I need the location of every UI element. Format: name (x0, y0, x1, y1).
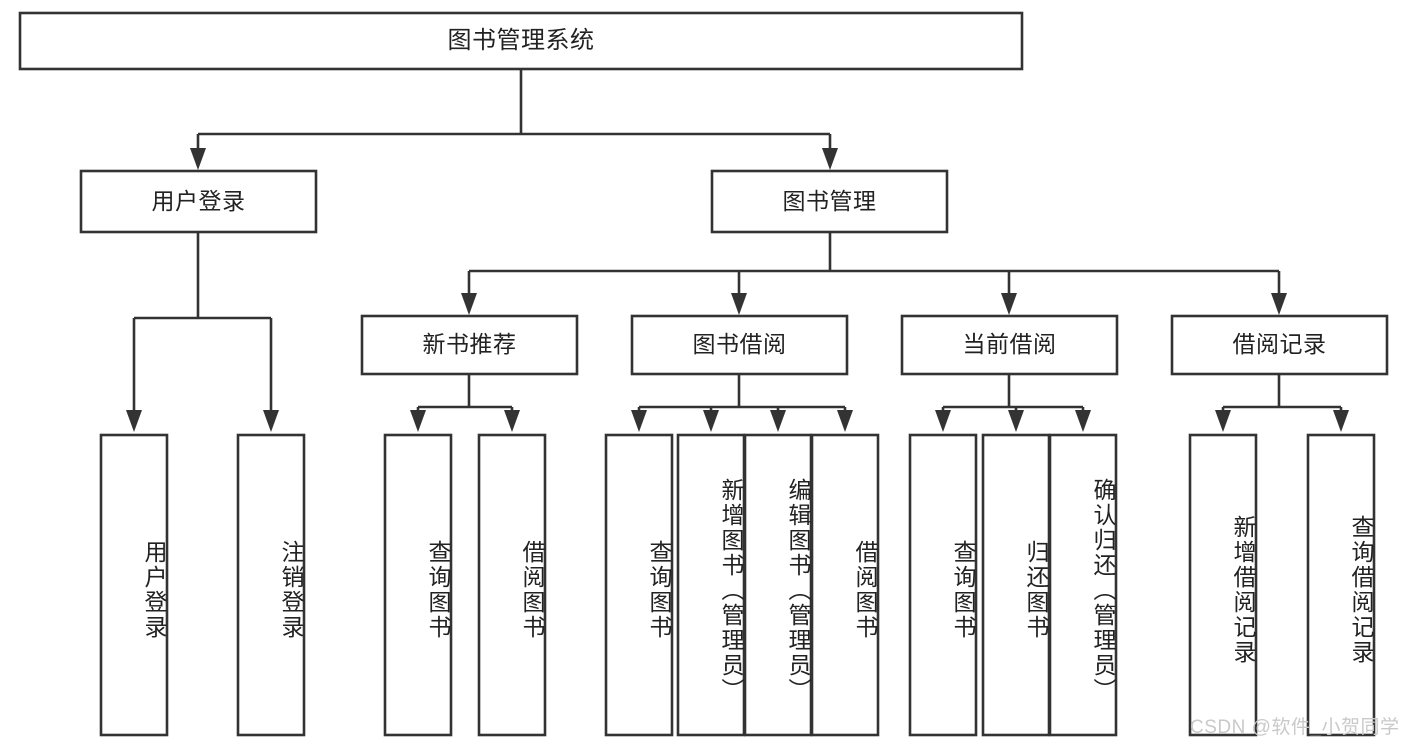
arrow-head-leaf-confirm-return (1075, 410, 1091, 432)
node-box-book-manage[interactable] (710, 169, 949, 234)
node-box-leaf-borrow-book-1[interactable] (477, 433, 547, 737)
node-box-current-borrow[interactable] (900, 314, 1119, 376)
node-box-new-book-recommend[interactable] (360, 314, 579, 376)
arrow-head-leaf-add-book (703, 410, 719, 432)
node-box-leaf-query-book-1[interactable] (383, 433, 453, 737)
arrow-head-leaf-edit-book (770, 410, 786, 432)
node-box-leaf-confirm-return[interactable] (1048, 433, 1118, 737)
arrow-head-leaf-return-book (1008, 410, 1024, 432)
node-box-leaf-user-logout[interactable] (236, 433, 306, 737)
node-box-leaf-add-record[interactable] (1188, 433, 1258, 737)
arrow-head-leaf-query-book-2 (631, 410, 647, 432)
node-box-leaf-add-book[interactable] (676, 433, 746, 737)
node-box-book-borrow[interactable] (630, 314, 849, 376)
arrow-head-leaf-borrow-book-1 (504, 410, 520, 432)
arrow-head-book-borrow (731, 293, 747, 315)
arrow-head-borrow-record (1271, 293, 1287, 315)
node-box-leaf-user-login[interactable] (99, 433, 169, 737)
node-box-leaf-edit-book[interactable] (743, 433, 813, 737)
arrow-head-user-login (190, 148, 206, 170)
arrow-head-current-borrow (1001, 293, 1017, 315)
arrow-head-leaf-add-record (1215, 410, 1231, 432)
arrow-head-leaf-user-login (126, 410, 142, 432)
arrow-head-leaf-query-record (1333, 410, 1349, 432)
node-box-root[interactable] (18, 11, 1024, 71)
node-box-layer (18, 11, 1389, 737)
node-box-leaf-return-book[interactable] (981, 433, 1051, 737)
arrow-head-leaf-user-logout (263, 410, 279, 432)
arrow-head-new-book-recommend (461, 293, 477, 315)
arrow-head-leaf-query-book-3 (935, 410, 951, 432)
node-box-leaf-borrow-book-2[interactable] (810, 433, 880, 737)
node-box-leaf-query-book-2[interactable] (604, 433, 674, 737)
node-box-leaf-query-book-3[interactable] (908, 433, 978, 737)
node-box-borrow-record[interactable] (1170, 314, 1389, 376)
arrow-head-book-manage (822, 148, 838, 170)
arrow-head-leaf-borrow-book-2 (837, 410, 853, 432)
csdn-watermark: CSDN @软件_小贺同学 (1190, 717, 1400, 738)
arrow-head-leaf-query-book-1 (410, 410, 426, 432)
node-box-leaf-query-record[interactable] (1306, 433, 1376, 737)
node-box-user-login[interactable] (79, 169, 318, 234)
connector-layer (126, 69, 1349, 432)
